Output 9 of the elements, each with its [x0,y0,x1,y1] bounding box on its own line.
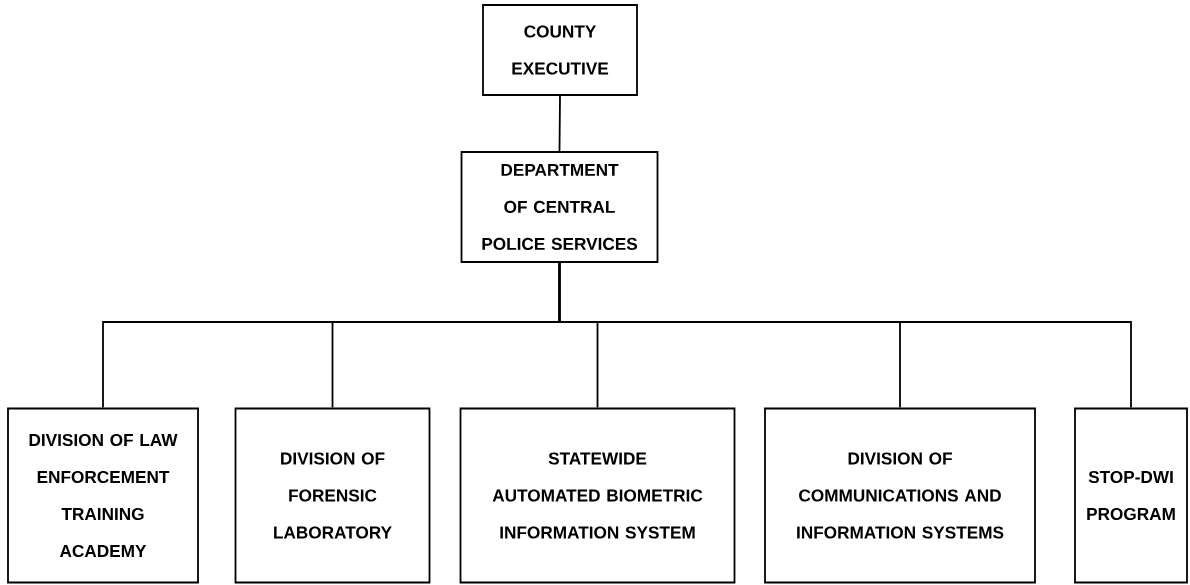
org-box: DIVISION OF LAW ENFORCEMENT TRAINING ACADEMY [7,407,199,584]
org-box: DIVISION OF COMMUNICATIONS AND INFORMATION SYSTEMS [764,407,1036,584]
connector-line [558,95,561,152]
org-box: DEPARTMENT OF CENTRAL POLICE SERVICES [460,151,659,263]
org-box: STOP-DWI PROGRAM [1074,407,1188,584]
org-box: COUNTY EXECUTIVE [482,4,638,96]
connector-line [558,262,1132,409]
org-box: STATEWIDE AUTOMATED BIOMETRIC INFORMATION SYSTEM [459,407,736,584]
org-box: DIVISION OF FORENSIC LABORATORY [234,407,431,584]
